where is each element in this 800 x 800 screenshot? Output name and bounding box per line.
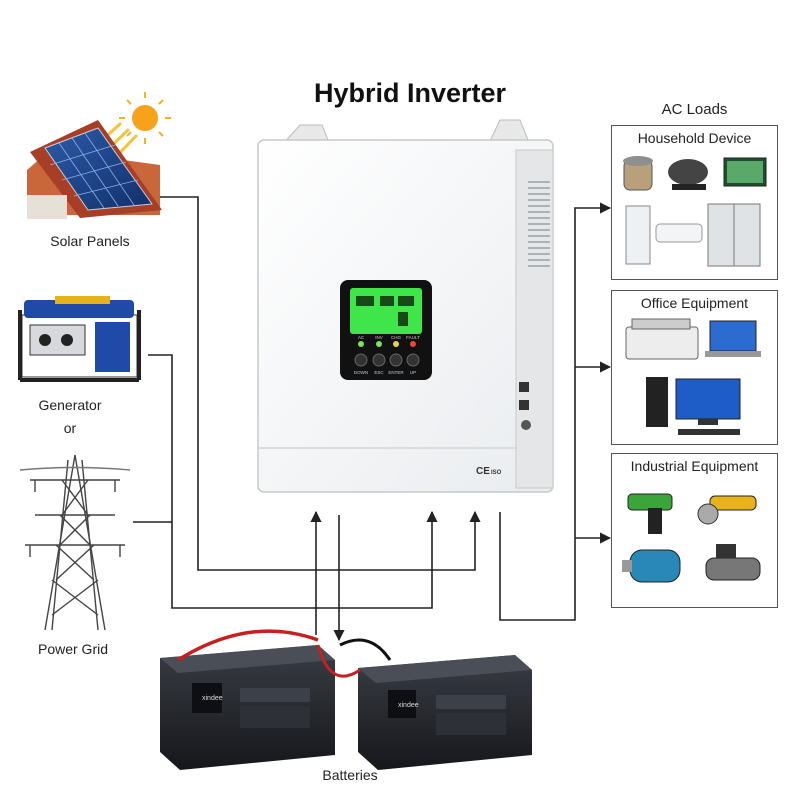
battery-cable-red [177,629,319,662]
generator-icon [18,296,141,382]
battery-left [160,645,335,770]
certification-mark: ISO [491,470,502,476]
battery-cable-black [339,638,392,661]
solar-panel-house-icon [27,120,162,219]
batteries-label: Batteries [322,767,378,783]
indicator-label: AC [358,335,365,340]
office-equipment-icons [625,318,761,435]
industrial-equipment-label: Industrial Equipment [630,458,759,474]
or-label: or [63,420,77,436]
indicator-label: INV [375,335,383,340]
diagram-title: Hybrid Inverter [313,78,507,108]
battery-right [358,655,532,770]
indicator-label: FAULT [406,335,420,340]
panel-button-label: ESC [374,370,384,375]
office-equipment-label: Office Equipment [640,295,749,311]
battery-cable-red-2 [316,644,361,678]
industrial-equipment-icons [622,493,761,583]
panel-button-label: ENTER [388,370,404,375]
generator-label: Generator [38,397,102,413]
panel-button-label: DOWN [354,370,368,375]
hybrid-inverter-device [257,119,554,493]
solar-panels-label: Solar Panels [50,233,130,249]
ac-loads-heading: AC Loads [661,101,728,118]
household-device-box: Household Device [611,125,778,280]
battery-brand: xindee [202,695,223,702]
panel-button-label: UP [410,370,416,375]
indicator-label: CHG [391,335,401,340]
household-appliances-icons [623,156,767,267]
industrial-equipment-box: Industrial Equipment [611,453,778,608]
household-device-label: Household Device [637,130,752,146]
office-equipment-box: Office Equipment [611,290,778,445]
power-grid-label: Power Grid [37,641,109,657]
power-grid-tower-icon [19,454,131,631]
certification-mark: CE [476,466,490,477]
battery-brand: xindee [398,702,419,709]
connection-lines [133,196,612,642]
